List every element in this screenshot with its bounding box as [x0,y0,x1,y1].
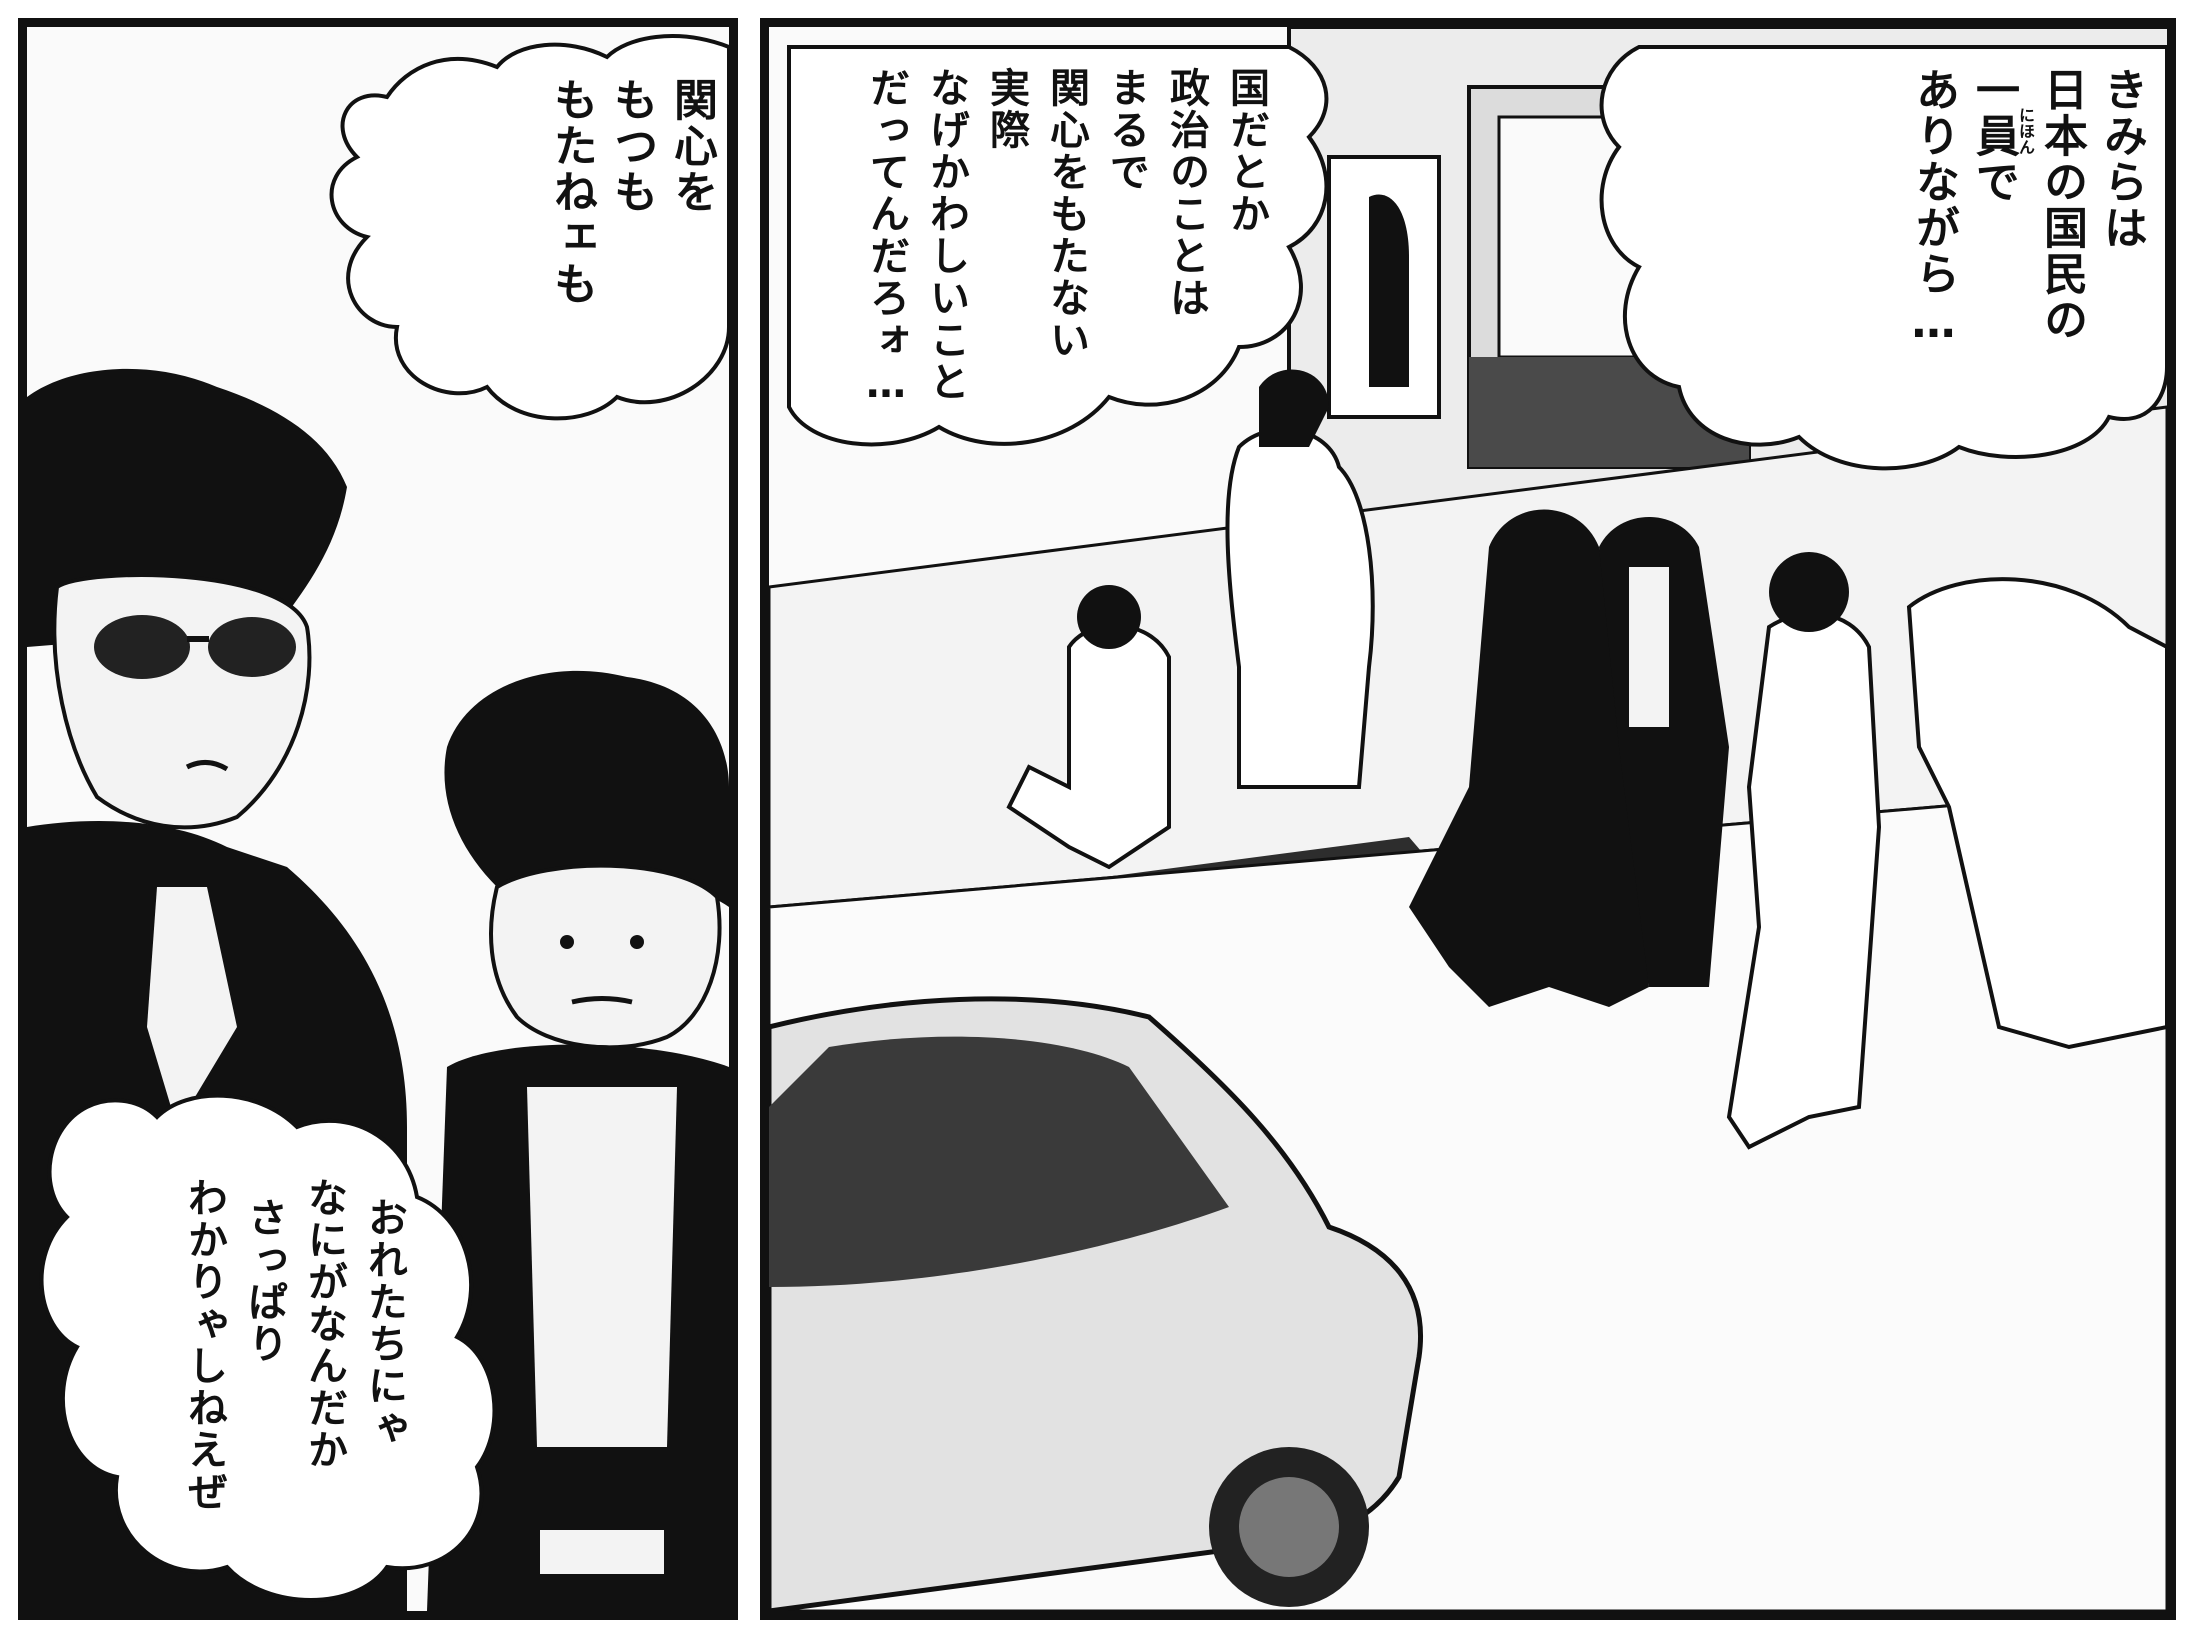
speech-right-left-line-3: まるで [1103,67,1149,193]
speech-right-right-line-1: きみらは [2096,67,2147,251]
man-right-face [489,863,722,1050]
speech-right-right: きみらは 日本の国民の にほん 一員で ありながら… [1869,57,2159,417]
speech-right-left-line-1: 国だとか [1223,67,1269,235]
speech-bottom-left-line-4: わかりゃしねえぜ [181,1177,227,1513]
man-right-hair [444,670,729,907]
man-bomber-jacket-pedestrian [1906,577,2167,1050]
speech-right-right-line-2: 日本の国民の [2036,67,2087,343]
panel-right: 国だとか 政治のことは まるで 関心をもたない 実際 なげかわしいこと だってん… [760,18,2176,1620]
panel-left: 関心を もつも もたねェも おれたちにゃ なにがなんだか さっぱり わかりゃしね… [18,18,738,1620]
thought-bubble-top-left [329,34,729,421]
sunglasses-left-lens [94,615,190,679]
thought-bubble-right-right [1599,45,2167,471]
speech-top-left: 関心を もつも もたねェも [507,67,727,397]
speech-right-left-line-7: だってんだろォ… [863,67,909,409]
speech-bottom-left-line-3: さっぱり [241,1197,287,1365]
thought-bubble-bottom-left [39,1093,497,1602]
man-sunglasses-mouth [185,760,229,772]
speech-top-left-line-2: もつも [606,77,657,215]
woman-pedestrian [1225,427,1375,789]
speech-top-left-line-1: 関心を [666,77,717,215]
speech-right-left-line-2: 政治のことは [1163,67,1209,319]
speech-right-left-line-5: 実際 [983,67,1029,151]
man-long-coat-pedestrian [1409,509,1649,1007]
panel-left-artwork [27,34,729,1611]
panel-right-artwork [769,27,2167,1611]
speech-right-left-line-4: 関心をもたない [1043,67,1089,361]
speech-top-left-line-3: もたねェも [546,77,597,307]
furigana-nihon: にほん [2016,107,2035,155]
man-sunglasses-face [52,573,312,830]
thought-bubble-right-left [787,45,1329,447]
speech-right-left-line-6: なげかわしいこと [923,67,969,403]
speech-right-right-line-4: ありながら… [1908,67,1959,350]
speech-right-left: 国だとか 政治のことは まるで 関心をもたない 実際 なげかわしいこと だってん… [789,57,1309,417]
sunglasses-right-lens [208,617,296,677]
speech-bottom-left-line-1: おれたちにゃ [361,1197,407,1449]
speech-right-right-line-3: 一員で [1968,67,2019,205]
speech-bottom-left: おれたちにゃ なにがなんだか さっぱり わかりゃしねえぜ [47,1137,477,1597]
speech-bottom-left-line-2: なにがなんだか [301,1177,347,1471]
